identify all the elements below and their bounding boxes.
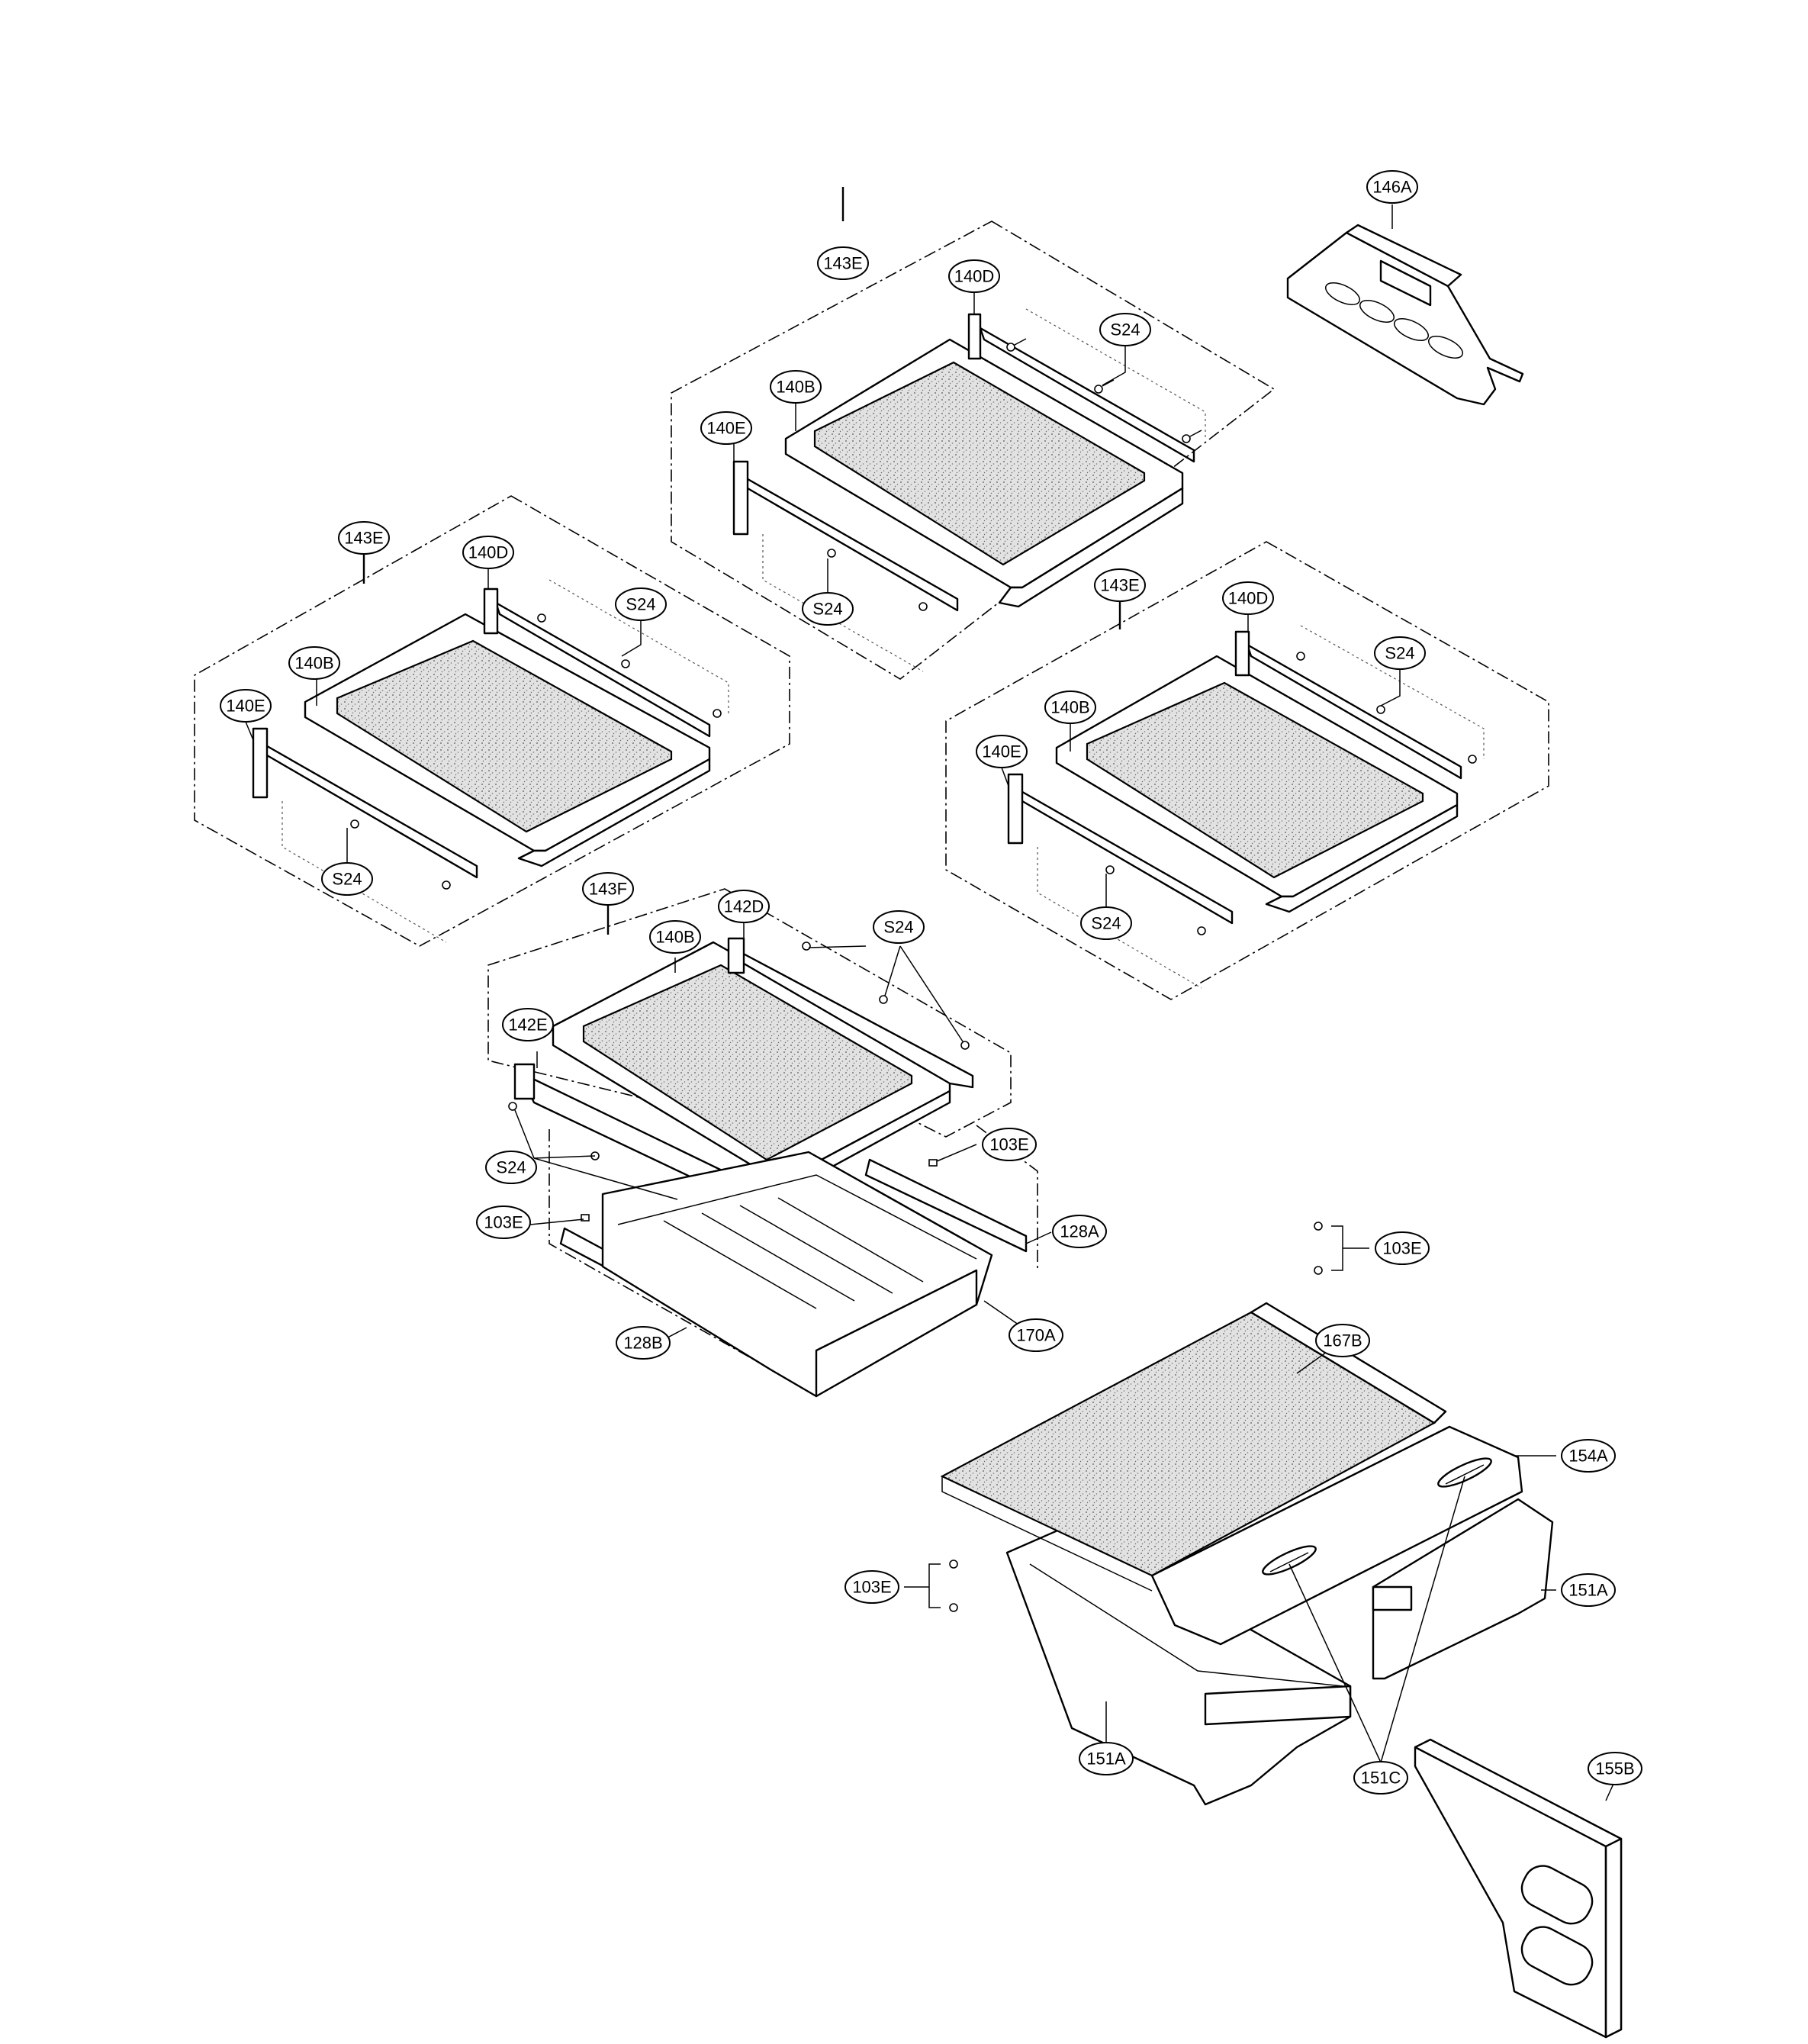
label-151c[interactable]: 151C [1353, 1761, 1408, 1795]
label-text: S24 [332, 870, 362, 889]
label-s24-right-left[interactable]: S24 [1080, 906, 1132, 940]
label-155b[interactable]: 155B [1588, 1752, 1642, 1785]
crisper-assembly-bottom [940, 1222, 1554, 1806]
label-text: S24 [1385, 644, 1414, 663]
label-text: 151A [1568, 1581, 1608, 1600]
label-text: S24 [812, 600, 842, 619]
label-143e-top[interactable]: 143E [817, 246, 869, 280]
label-text: 140E [706, 419, 745, 438]
label-170a[interactable]: 170A [1009, 1318, 1063, 1352]
label-s24-top-right[interactable]: S24 [1099, 313, 1151, 346]
label-text: 170A [1016, 1326, 1056, 1345]
label-text: 167B [1323, 1331, 1362, 1350]
label-text: 140B [1050, 698, 1089, 717]
label-140b-mid[interactable]: 140B [649, 920, 701, 954]
label-103e-a[interactable]: 103E [982, 1128, 1037, 1161]
label-text: 140B [294, 654, 333, 673]
label-103e-b[interactable]: 103E [476, 1205, 531, 1239]
label-140b-top[interactable]: 140B [770, 370, 822, 404]
label-text: 146A [1372, 178, 1412, 197]
label-140d-left[interactable]: 140D [462, 536, 514, 569]
label-text: 140D [1228, 589, 1269, 608]
label-text: 154A [1568, 1447, 1608, 1466]
label-140b-right[interactable]: 140B [1044, 690, 1096, 724]
label-text: 142D [724, 897, 764, 916]
label-text: 140B [776, 378, 815, 397]
label-text: S24 [1110, 320, 1140, 340]
label-text: 143E [823, 254, 862, 273]
label-text: 143E [1100, 576, 1139, 595]
label-s24-mid-right[interactable]: S24 [873, 910, 925, 944]
label-text: 151C [1361, 1769, 1401, 1788]
label-text: 143E [344, 529, 383, 548]
label-103e-c[interactable]: 103E [1375, 1231, 1430, 1265]
label-140e-left[interactable]: 140E [220, 689, 272, 723]
label-103e-d[interactable]: 103E [844, 1570, 899, 1604]
label-text: S24 [626, 595, 655, 614]
label-143e-left[interactable]: 143E [338, 521, 390, 555]
label-s24-top-left[interactable]: S24 [802, 592, 854, 626]
label-text: 155B [1595, 1759, 1634, 1778]
label-text: 142E [508, 1016, 547, 1035]
label-140d-top[interactable]: 140D [948, 259, 1000, 293]
label-text: 103E [484, 1213, 523, 1232]
label-167b[interactable]: 167B [1315, 1324, 1370, 1357]
part-146a-bracket [1286, 224, 1524, 406]
label-text: 140D [954, 267, 995, 286]
label-140e-right[interactable]: 140E [976, 735, 1028, 768]
label-151a-right[interactable]: 151A [1561, 1573, 1616, 1607]
shelf-assembly-left [194, 495, 790, 947]
label-154a[interactable]: 154A [1561, 1439, 1616, 1473]
label-text: S24 [1091, 914, 1121, 933]
label-140b-left[interactable]: 140B [288, 646, 340, 680]
shelf-assembly-right [945, 541, 1549, 1000]
label-142d[interactable]: 142D [718, 890, 770, 923]
label-text: S24 [883, 918, 913, 937]
label-s24-left-right[interactable]: S24 [615, 587, 667, 621]
label-text: 103E [1382, 1239, 1421, 1258]
label-151a-left[interactable]: 151A [1079, 1742, 1134, 1775]
label-142e[interactable]: 142E [502, 1008, 554, 1041]
label-text: 140B [655, 928, 694, 947]
shelf-assembly-top [671, 187, 1276, 680]
label-s24-right-right[interactable]: S24 [1374, 636, 1426, 670]
label-128b[interactable]: 128B [616, 1326, 671, 1360]
label-s24-mid-left[interactable]: S24 [485, 1151, 537, 1184]
label-text: 140E [982, 742, 1021, 761]
label-140d-right[interactable]: 140D [1222, 581, 1274, 615]
label-143f[interactable]: 143F [582, 872, 634, 906]
label-text: 151A [1086, 1749, 1126, 1769]
label-text: 128A [1060, 1222, 1099, 1241]
label-text: 140D [468, 543, 509, 562]
part-labels: 146A 143E 140D S24 140B 140E S24 143E 14… [220, 170, 1642, 1795]
label-text: S24 [496, 1158, 526, 1177]
label-146a[interactable]: 146A [1366, 170, 1418, 204]
label-text: 103E [989, 1135, 1028, 1154]
label-128a[interactable]: 128A [1052, 1215, 1107, 1248]
label-s24-left-left[interactable]: S24 [321, 862, 373, 896]
part-155b-panel [1414, 1738, 1623, 2039]
label-text: 143F [589, 880, 627, 899]
label-text: 103E [852, 1578, 891, 1597]
shelf-assembly-middle [487, 888, 1038, 1398]
label-text: 128B [623, 1334, 662, 1353]
label-143e-right[interactable]: 143E [1094, 568, 1146, 602]
label-text: 140E [226, 697, 265, 716]
leader-lines [245, 204, 1614, 1801]
label-140e-top[interactable]: 140E [700, 411, 752, 445]
